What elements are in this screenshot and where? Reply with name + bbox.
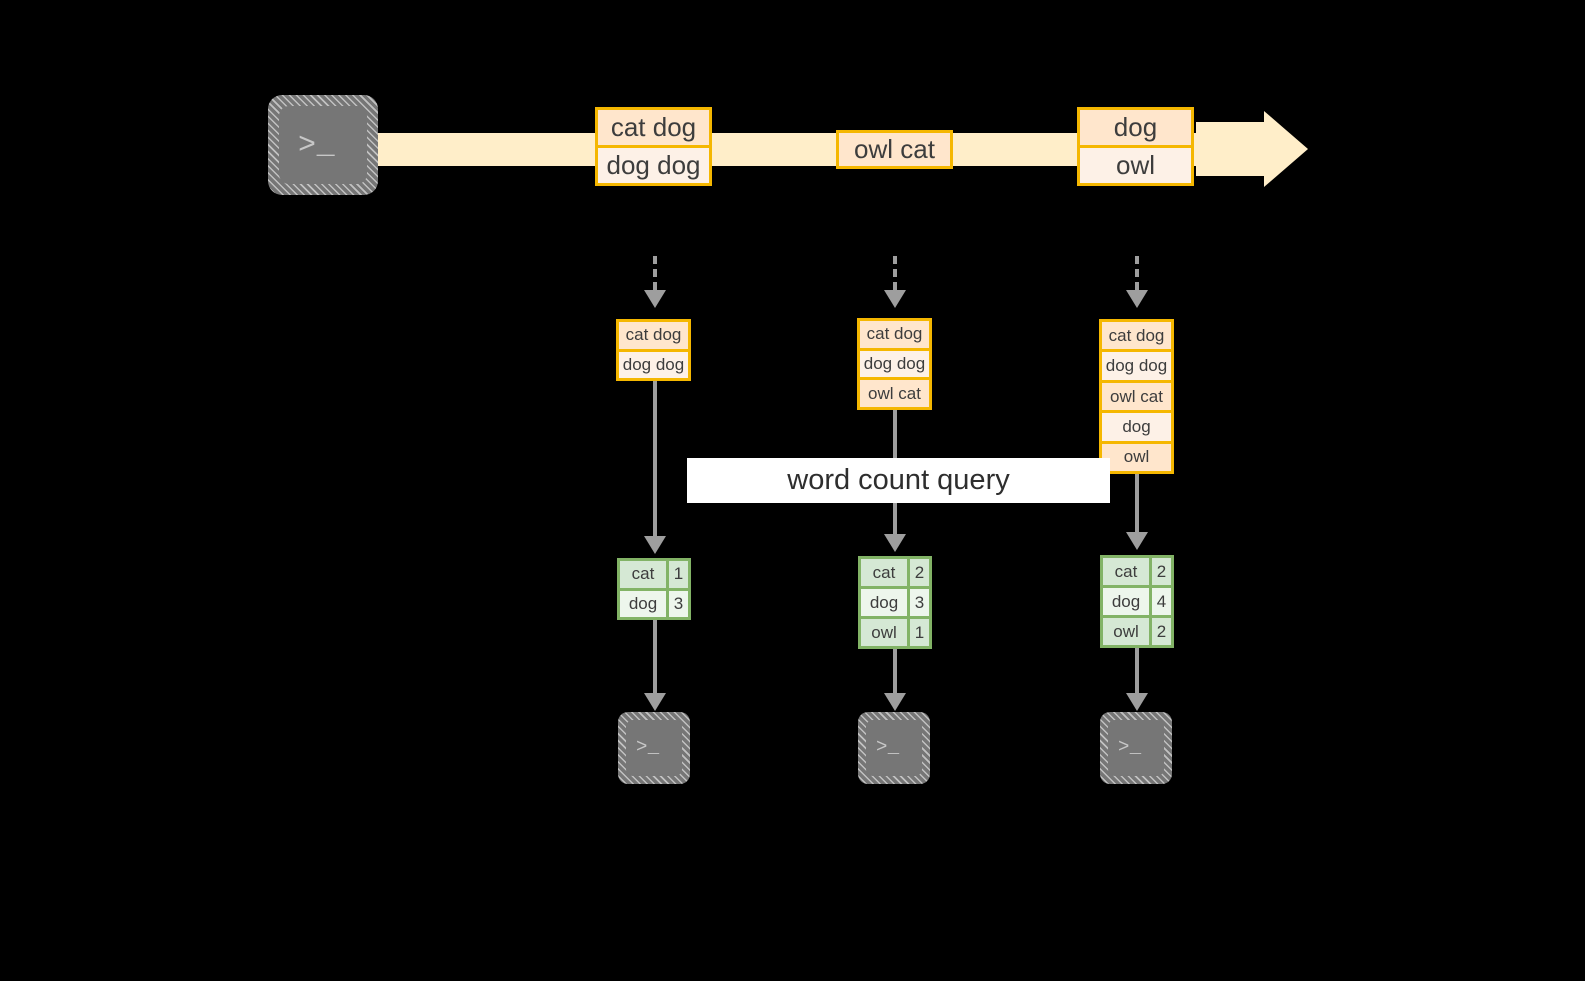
producer-terminal-prompt: >_ [298, 129, 336, 163]
query-label-band: word count query [687, 458, 1110, 503]
event-line: owl [1080, 145, 1191, 183]
snapshot-2-tap-line [893, 256, 897, 290]
table-row[interactable]: dog 3 [861, 586, 929, 616]
snapshot-2-input-box[interactable]: cat dog dog dog owl cat [857, 318, 932, 410]
result-word: dog [861, 589, 907, 616]
input-line: cat dog [860, 321, 929, 348]
consumer-terminal-screen [626, 720, 682, 776]
snapshot-1-input-box[interactable]: cat dog dog dog [616, 319, 691, 381]
input-line: cat dog [619, 322, 688, 349]
result-count: 3 [907, 589, 929, 616]
snapshot-2-query-arrowhead [884, 534, 906, 552]
result-word: dog [1103, 588, 1149, 615]
event-line: dog dog [598, 145, 709, 183]
snapshot-3-input-box[interactable]: cat dog dog dog owl cat dog owl [1099, 319, 1174, 474]
result-count: 2 [1149, 558, 1171, 585]
table-row[interactable]: cat 2 [861, 559, 929, 586]
snapshot-1-tap-arrowhead [644, 290, 666, 308]
snapshot-1-output-arrowhead [644, 693, 666, 711]
consumer-terminal-prompt: >_ [1118, 736, 1142, 758]
snapshot-1-query-arrowhead [644, 536, 666, 554]
table-row[interactable]: cat 2 [1103, 558, 1171, 585]
event-line: owl cat [839, 133, 950, 166]
input-line: cat dog [1102, 322, 1171, 350]
table-row[interactable]: owl 2 [1103, 615, 1171, 645]
input-line: owl [1102, 440, 1171, 472]
snapshot-3-consumer-terminal-icon[interactable]: >_ [1100, 712, 1172, 784]
snapshot-1-query-line [653, 381, 657, 536]
input-line: dog dog [860, 347, 929, 378]
snapshot-2-result-table[interactable]: cat 2 dog 3 owl 1 [858, 556, 932, 649]
stream-event-group-1[interactable]: cat dog dog dog [595, 107, 712, 186]
stream-arrow-stem [1196, 122, 1276, 176]
snapshot-1-result-table[interactable]: cat 1 dog 3 [617, 558, 691, 620]
result-word: dog [620, 590, 666, 617]
consumer-terminal-screen [866, 720, 922, 776]
event-line: cat dog [598, 110, 709, 145]
stream-arrow-head [1264, 111, 1308, 187]
snapshot-3-output-arrowhead [1126, 693, 1148, 711]
snapshot-3-query-arrowhead [1126, 532, 1148, 550]
event-line: dog [1080, 110, 1191, 145]
snapshot-3-query-line [1135, 474, 1139, 532]
result-count: 2 [1149, 618, 1171, 645]
result-word: cat [861, 559, 907, 586]
stream-event-group-2[interactable]: owl cat [836, 130, 953, 169]
input-line: owl cat [860, 377, 929, 408]
input-line: dog dog [619, 348, 688, 378]
consumer-terminal-screen [1108, 720, 1164, 776]
snapshot-3-tap-arrowhead [1126, 290, 1148, 308]
result-count: 3 [666, 590, 688, 617]
table-row[interactable]: dog 3 [620, 587, 688, 617]
producer-terminal-icon[interactable]: >_ [268, 95, 378, 195]
snapshot-1-tap-line [653, 256, 657, 290]
query-label: word count query [787, 464, 1010, 496]
snapshot-2-output-arrowhead [884, 693, 906, 711]
snapshot-2-consumer-terminal-icon[interactable]: >_ [858, 712, 930, 784]
snapshot-1-output-line [653, 620, 657, 693]
table-row[interactable]: cat 1 [620, 561, 688, 588]
consumer-terminal-prompt: >_ [876, 736, 900, 758]
table-row[interactable]: owl 1 [861, 616, 929, 646]
snapshot-3-output-line [1135, 648, 1139, 693]
stream-event-group-3[interactable]: dog owl [1077, 107, 1194, 186]
snapshot-2-tap-arrowhead [884, 290, 906, 308]
input-line: dog dog [1102, 349, 1171, 380]
result-word: cat [620, 561, 666, 588]
snapshot-2-output-line [893, 649, 897, 693]
input-line: owl cat [1102, 379, 1171, 411]
table-row[interactable]: dog 4 [1103, 585, 1171, 615]
snapshot-1-consumer-terminal-icon[interactable]: >_ [618, 712, 690, 784]
result-count: 2 [907, 559, 929, 586]
result-word: owl [861, 619, 907, 646]
snapshot-3-tap-line [1135, 256, 1139, 290]
result-word: owl [1103, 618, 1149, 645]
result-count: 1 [907, 619, 929, 646]
result-count: 1 [666, 561, 688, 588]
producer-terminal-screen [279, 106, 367, 184]
snapshot-3-result-table[interactable]: cat 2 dog 4 owl 2 [1100, 555, 1174, 648]
result-word: cat [1103, 558, 1149, 585]
result-count: 4 [1149, 588, 1171, 615]
input-line: dog [1102, 410, 1171, 441]
consumer-terminal-prompt: >_ [636, 736, 660, 758]
